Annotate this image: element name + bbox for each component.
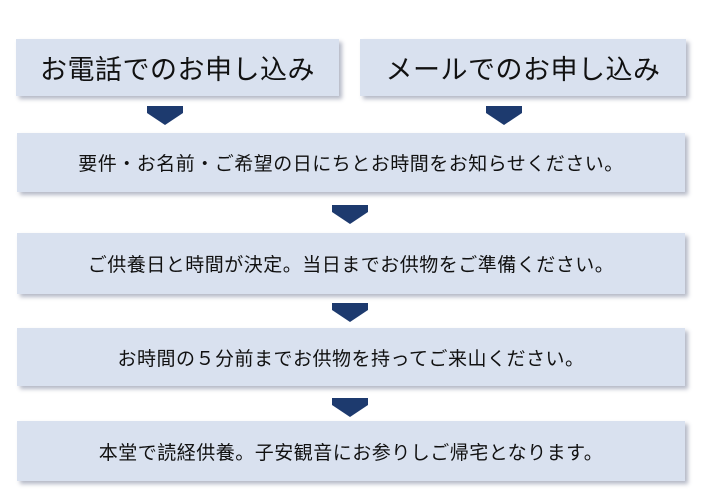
step-2-box: ご供養日と時間が決定。当日までお供物をご準備ください。 xyxy=(17,233,685,294)
step-4-box: 本堂で読経供養。子安観音にお参りしご帰宅となります。 xyxy=(17,421,685,481)
down-arrow-icon xyxy=(330,301,370,323)
phone-application-box: お電話でのお申し込み xyxy=(16,39,339,96)
step-3-box: お時間の５分前までお供物を持ってご来山ください。 xyxy=(17,328,685,386)
phone-application-label: お電話でのお申し込み xyxy=(40,55,315,86)
down-arrow-icon xyxy=(145,104,185,126)
down-arrow-icon xyxy=(330,396,370,418)
step-3-text: お時間の５分前までお供物を持ってご来山ください。 xyxy=(117,347,585,370)
mail-application-label: メールでのお申し込み xyxy=(385,55,661,86)
down-arrow-icon xyxy=(484,104,524,126)
step-4-text: 本堂で読経供養。子安観音にお参りしご帰宅となります。 xyxy=(98,441,604,464)
down-arrow-icon xyxy=(330,203,370,225)
mail-application-box: メールでのお申し込み xyxy=(360,39,686,96)
step-1-box: 要件・お名前・ご希望の日にちとお時間をお知らせください。 xyxy=(17,133,685,192)
step-1-text: 要件・お名前・ご希望の日にちとお時間をお知らせください。 xyxy=(78,153,624,175)
step-2-text: ご供養日と時間が決定。当日までお供物をご準備ください。 xyxy=(87,254,615,276)
